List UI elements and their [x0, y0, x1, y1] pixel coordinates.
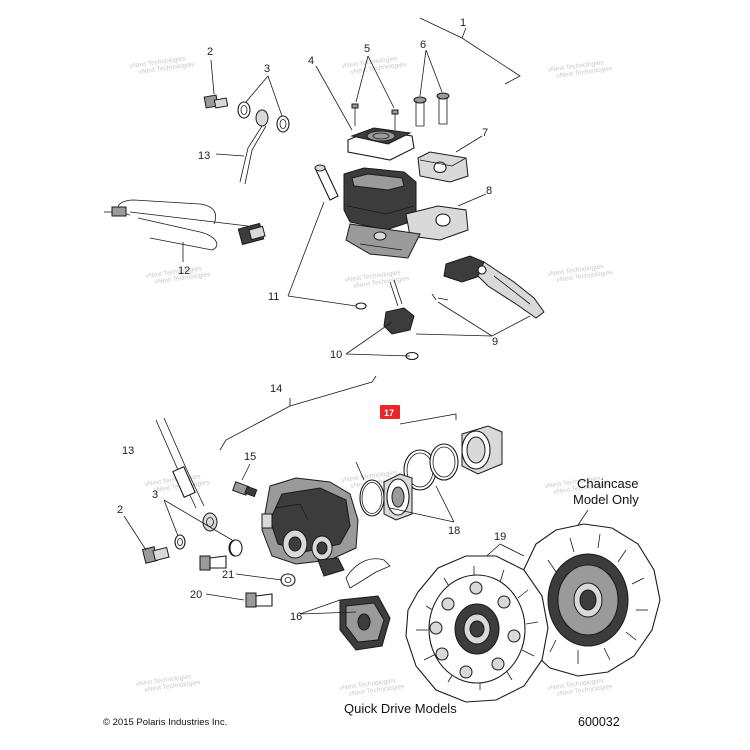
- diagram-number: 600032: [578, 715, 620, 729]
- reservoir-cap: [347, 127, 415, 161]
- caliper-washer-a: [229, 539, 243, 557]
- banjo-bolt-lower: [141, 546, 170, 564]
- callout-6: 6: [420, 39, 426, 51]
- pivot-pin: [314, 164, 367, 310]
- lever-pin: [389, 279, 403, 307]
- caliper-piston-b: [461, 425, 503, 475]
- banjo-bolt-top: [203, 94, 229, 109]
- brake-hose-lower: [155, 417, 218, 532]
- callout-8: 8: [486, 185, 492, 197]
- assembly-bracket-14: [219, 375, 377, 451]
- piston-seal-1: [359, 479, 385, 517]
- banjo-fitting-top: [239, 109, 269, 185]
- callout-11: 11: [268, 291, 279, 303]
- brake-disc-chaincase: [515, 523, 661, 677]
- caliper-piston-a: [383, 473, 413, 521]
- brake-caliper: [261, 477, 359, 577]
- chaincase-caption-line2: Model Only: [573, 492, 639, 507]
- pad-retaining-spring: [345, 558, 391, 589]
- callout-19: 19: [494, 531, 506, 543]
- crush-washer-low-a: [174, 534, 186, 550]
- watermark: vNext Technologies vNext Technologies: [135, 673, 201, 694]
- brake-pads: [339, 595, 391, 651]
- watermark: vNext Technologies vNext Technologies: [341, 55, 407, 76]
- callout-1: 1: [460, 17, 466, 29]
- callout-15: 15: [244, 451, 256, 463]
- callout-18: 18: [448, 525, 460, 537]
- callout-numbers: 1 2 3 4 5 6 7 8 9 10 11 12 13 14 15 16 1…: [117, 17, 506, 623]
- crush-washer-top-a: [237, 101, 251, 119]
- brake-switch-harness: [104, 199, 266, 251]
- callout-12: 12: [178, 265, 190, 277]
- caliper-bolt-b: [245, 592, 273, 608]
- callout-20: 20: [190, 589, 202, 601]
- bleeder-valve: [232, 481, 258, 498]
- watermark: vNext Technologies vNext Technologies: [547, 263, 613, 284]
- quick-drive-caption: Quick Drive Models: [344, 701, 457, 716]
- clamp-bolts: [413, 92, 450, 127]
- crush-washer-top-b: [276, 115, 290, 133]
- watermark: vNext Technologies vNext Technologies: [129, 55, 195, 76]
- copyright-text: © 2015 Polaris Industries Inc.: [103, 717, 227, 728]
- highlight-badge: [380, 405, 400, 419]
- callout-5: 5: [364, 43, 370, 55]
- callout-17: 17: [384, 408, 394, 418]
- callout-17-highlight[interactable]: 17: [380, 405, 400, 419]
- watermark: vNext Technologies vNext Technologies: [344, 269, 410, 290]
- e-clip-top: [355, 302, 367, 310]
- chaincase-caption-line1: Chaincase: [577, 476, 638, 491]
- callout-2: 2: [207, 46, 213, 58]
- assembly-bracket-1: [419, 17, 521, 85]
- lever-spacer: [383, 307, 415, 335]
- callout-4: 4: [308, 55, 314, 67]
- caliper-washer-b: [280, 573, 296, 587]
- callout-7: 7: [482, 127, 488, 139]
- watermark: vNext Technologies vNext Technologies: [547, 59, 613, 80]
- callout-13-lower: 13: [122, 445, 134, 457]
- piston-seal-3: [429, 443, 459, 481]
- cap-screws: [351, 103, 399, 130]
- callout-14: 14: [270, 383, 282, 395]
- watermark: vNext Technologies vNext Technologies: [339, 677, 405, 698]
- piston-seals: [359, 443, 459, 517]
- leader-lines-top: [182, 49, 531, 357]
- caliper-bolt-a: [199, 555, 227, 571]
- handlebar-clamp: [417, 151, 469, 183]
- brake-lever: [431, 255, 545, 319]
- callout-10: 10: [330, 349, 342, 361]
- brake-disc-quick-drive: [405, 555, 549, 703]
- watermark: vNext Technologies vNext Technologies: [547, 677, 613, 698]
- callout-21: 21: [222, 569, 234, 581]
- callout-2-lower: 2: [117, 504, 123, 516]
- callout-13: 13: [198, 150, 210, 162]
- callout-16: 16: [290, 611, 302, 623]
- callout-9: 9: [492, 336, 498, 348]
- master-cylinder-body: [343, 167, 469, 259]
- callout-3: 3: [264, 63, 270, 75]
- callout-3-lower: 3: [152, 489, 158, 501]
